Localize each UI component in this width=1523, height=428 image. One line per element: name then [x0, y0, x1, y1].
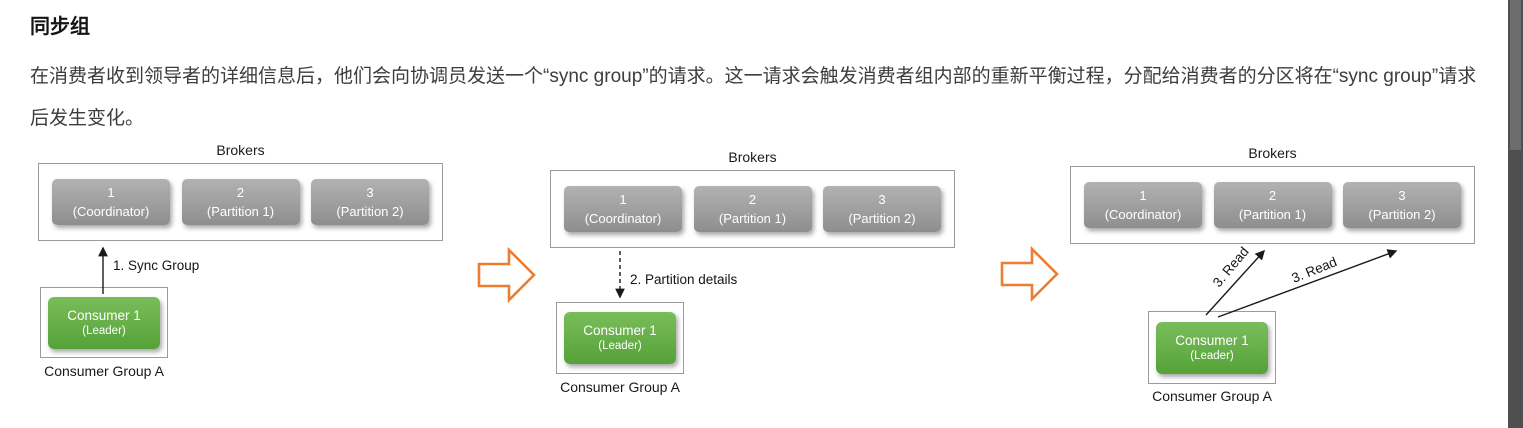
flow-arrow-1 [477, 246, 537, 308]
brokers-box: 1 (Coordinator) 2 (Partition 1) 3 (Parti… [38, 163, 443, 241]
intro-paragraph: 在消费者收到领导者的详细信息后，他们会向协调员发送一个“sync group”的… [30, 66, 1477, 129]
broker-partition-2: 3 (Partition 2) [311, 179, 429, 225]
broker-number: 3 [366, 185, 374, 200]
broker-coordinator: 1 (Coordinator) [52, 179, 170, 225]
flow-arrow-2 [1000, 245, 1060, 307]
broker-number: 2 [1268, 188, 1277, 203]
brokers-label: Brokers [728, 149, 777, 165]
consumer-group-box: Consumer 1 (Leader) [556, 302, 684, 374]
consumer-group-label: Consumer Group A [44, 363, 164, 379]
broker-role: (Partition 1) [718, 211, 787, 226]
broker-coordinator: 1 (Coordinator) [1084, 182, 1202, 228]
broker-role: (Coordinator) [1104, 207, 1182, 222]
broker-role: (Partition 2) [336, 204, 404, 219]
step3-label-1: 3. Read [1210, 244, 1252, 290]
broker-role: (Partition 2) [848, 211, 916, 226]
step2-label: 2. Partition details [630, 272, 738, 287]
consumer-chip: Consumer 1 (Leader) [564, 312, 676, 364]
consumer-role: (Leader) [598, 340, 642, 352]
broker-partition-2: 3 (Partition 2) [823, 186, 941, 232]
broker-number: 2 [236, 185, 245, 200]
consumer-name: Consumer 1 [583, 323, 657, 338]
consumer-group-label: Consumer Group A [560, 379, 680, 395]
scrollbar-thumb[interactable] [1510, 0, 1521, 150]
consumer-group-label: Consumer Group A [1152, 388, 1272, 404]
broker-number: 1 [1139, 188, 1147, 203]
broker-number: 3 [1398, 188, 1406, 203]
broker-role: (Partition 1) [206, 204, 275, 219]
broker-role: (Coordinator) [72, 204, 150, 219]
brokers-box: 1 (Coordinator) 2 (Partition 1) 3 (Parti… [1070, 166, 1475, 244]
broker-number: 2 [748, 192, 757, 207]
step1-label: 1. Sync Group [113, 258, 199, 273]
broker-partition-1: 2 (Partition 1) [1213, 182, 1332, 228]
broker-role: (Partition 1) [1238, 207, 1307, 222]
consumer-name: Consumer 1 [67, 307, 141, 323]
consumer-role: (Leader) [1190, 349, 1234, 362]
broker-number: 3 [878, 192, 886, 207]
step3-label-2: 3. Read [1290, 254, 1339, 286]
broker-number: 1 [107, 185, 115, 200]
read-arrow-2 [1217, 249, 1398, 318]
broker-partition-2: 3 (Partition 2) [1343, 182, 1461, 228]
broker-partition-1: 2 (Partition 1) [693, 186, 812, 232]
broker-coordinator: 1 (Coordinator) [564, 186, 682, 232]
broker-role: (Coordinator) [584, 211, 662, 226]
brokers-label: Brokers [1248, 145, 1297, 161]
consumer-role: (Leader) [82, 324, 126, 337]
scrollbar[interactable] [1508, 0, 1523, 428]
consumer-chip: Consumer 1 (Leader) [1156, 321, 1268, 374]
consumer-group-box: Consumer 1 (Leader) [40, 287, 168, 358]
brokers-label: Brokers [216, 142, 265, 158]
broker-partition-1: 2 (Partition 1) [181, 179, 300, 225]
consumer-name: Consumer 1 [1175, 332, 1249, 348]
read-arrow-1 [1205, 249, 1265, 316]
page-title: 同步组 [30, 16, 90, 38]
consumer-chip: Consumer 1 (Leader) [48, 296, 160, 349]
broker-role: (Partition 2) [1368, 207, 1436, 222]
broker-number: 1 [619, 192, 627, 207]
consumer-group-box: Consumer 1 (Leader) [1148, 311, 1276, 384]
brokers-box: 1 (Coordinator) 2 (Partition 1) 3 (Parti… [550, 170, 955, 248]
